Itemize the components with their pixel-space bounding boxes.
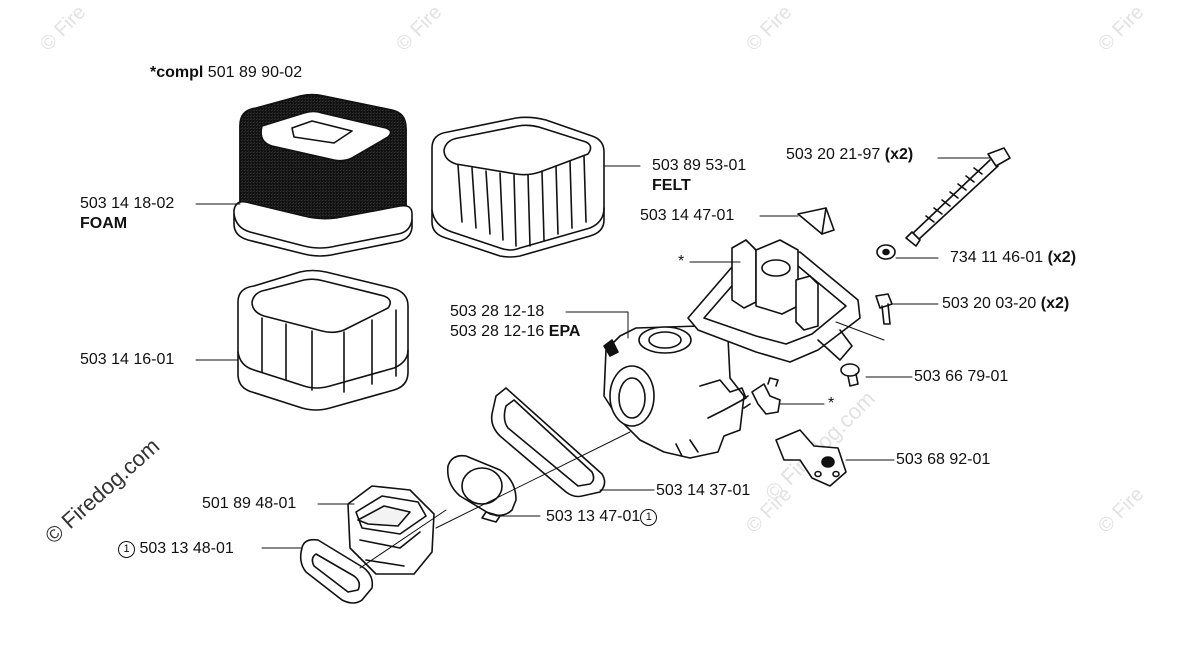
valve-part [775,429,847,487]
bolt-label: 503 20 21-97 (x2) [786,146,913,164]
small-screw [875,293,893,325]
carb-epa-label: 503 28 12-16 EPA [450,323,580,341]
small-gasket-part-number: 503 13 47-01 [546,508,641,525]
screw-qty: (x2) [1040,295,1070,312]
screw-label: 503 20 03-20 (x2) [942,295,1069,313]
manifold-part-number: 501 89 48-01 [202,495,297,512]
foam-name: FOAM [80,215,128,232]
compl-prefix: *compl [150,64,204,81]
washer-label: 734 11 46-01 (x2) [950,249,1076,267]
intake-manifold [347,485,435,575]
bottom-gasket-part-number: 503 13 48-01 [139,540,234,557]
compl-number: 501 89 90-02 [207,64,303,81]
screw-part-number: 503 20 03-20 [942,295,1037,312]
circled-one-marker: 1 [640,509,658,526]
washer-qty: (x2) [1047,249,1077,266]
bottom-gasket-label: 1 503 13 48-01 [118,540,234,558]
bolt-qty: (x2) [884,146,914,163]
compl-label: *compl 501 89 90-02 [150,64,302,82]
foam-part-number: 503 14 18-02 [80,195,175,212]
carburetor [603,325,747,459]
circled-one-marker: 1 [118,541,135,558]
gasket-seal [490,387,606,498]
wedge-part [797,207,835,235]
air-box-base [687,239,861,363]
rubber-plug [840,363,860,387]
felt-filter [431,116,605,258]
gasket-seal-part-number: 503 14 37-01 [656,482,751,499]
plug-part-number: 503 66 79-01 [914,368,1009,385]
long-bolt [905,147,1011,247]
wedge-part-number: 503 14 47-01 [640,207,735,224]
small-gasket [446,454,517,523]
washer-part-number: 734 11 46-01 [950,249,1044,266]
valve-part-number: 503 68 92-01 [896,451,991,468]
bottom-gasket [299,538,374,604]
washer [876,244,896,260]
felt-name: FELT [652,177,691,194]
foam-filter [233,93,413,257]
leader-lines [195,157,991,569]
air-box-asterisk: * [678,253,685,270]
bolt-part-number: 503 20 21-97 [786,146,881,163]
carb-part-number: 503 28 12-18 [450,303,545,320]
frame-part-number: 503 14 16-01 [80,351,175,368]
carb-epa-tag: EPA [548,323,581,340]
carb-epa-number: 503 28 12-16 [450,323,545,340]
elbow-asterisk: * [828,395,835,412]
filter-frame [237,269,409,411]
elbow-fitting [741,377,781,415]
felt-part-number: 503 89 53-01 [652,157,747,174]
